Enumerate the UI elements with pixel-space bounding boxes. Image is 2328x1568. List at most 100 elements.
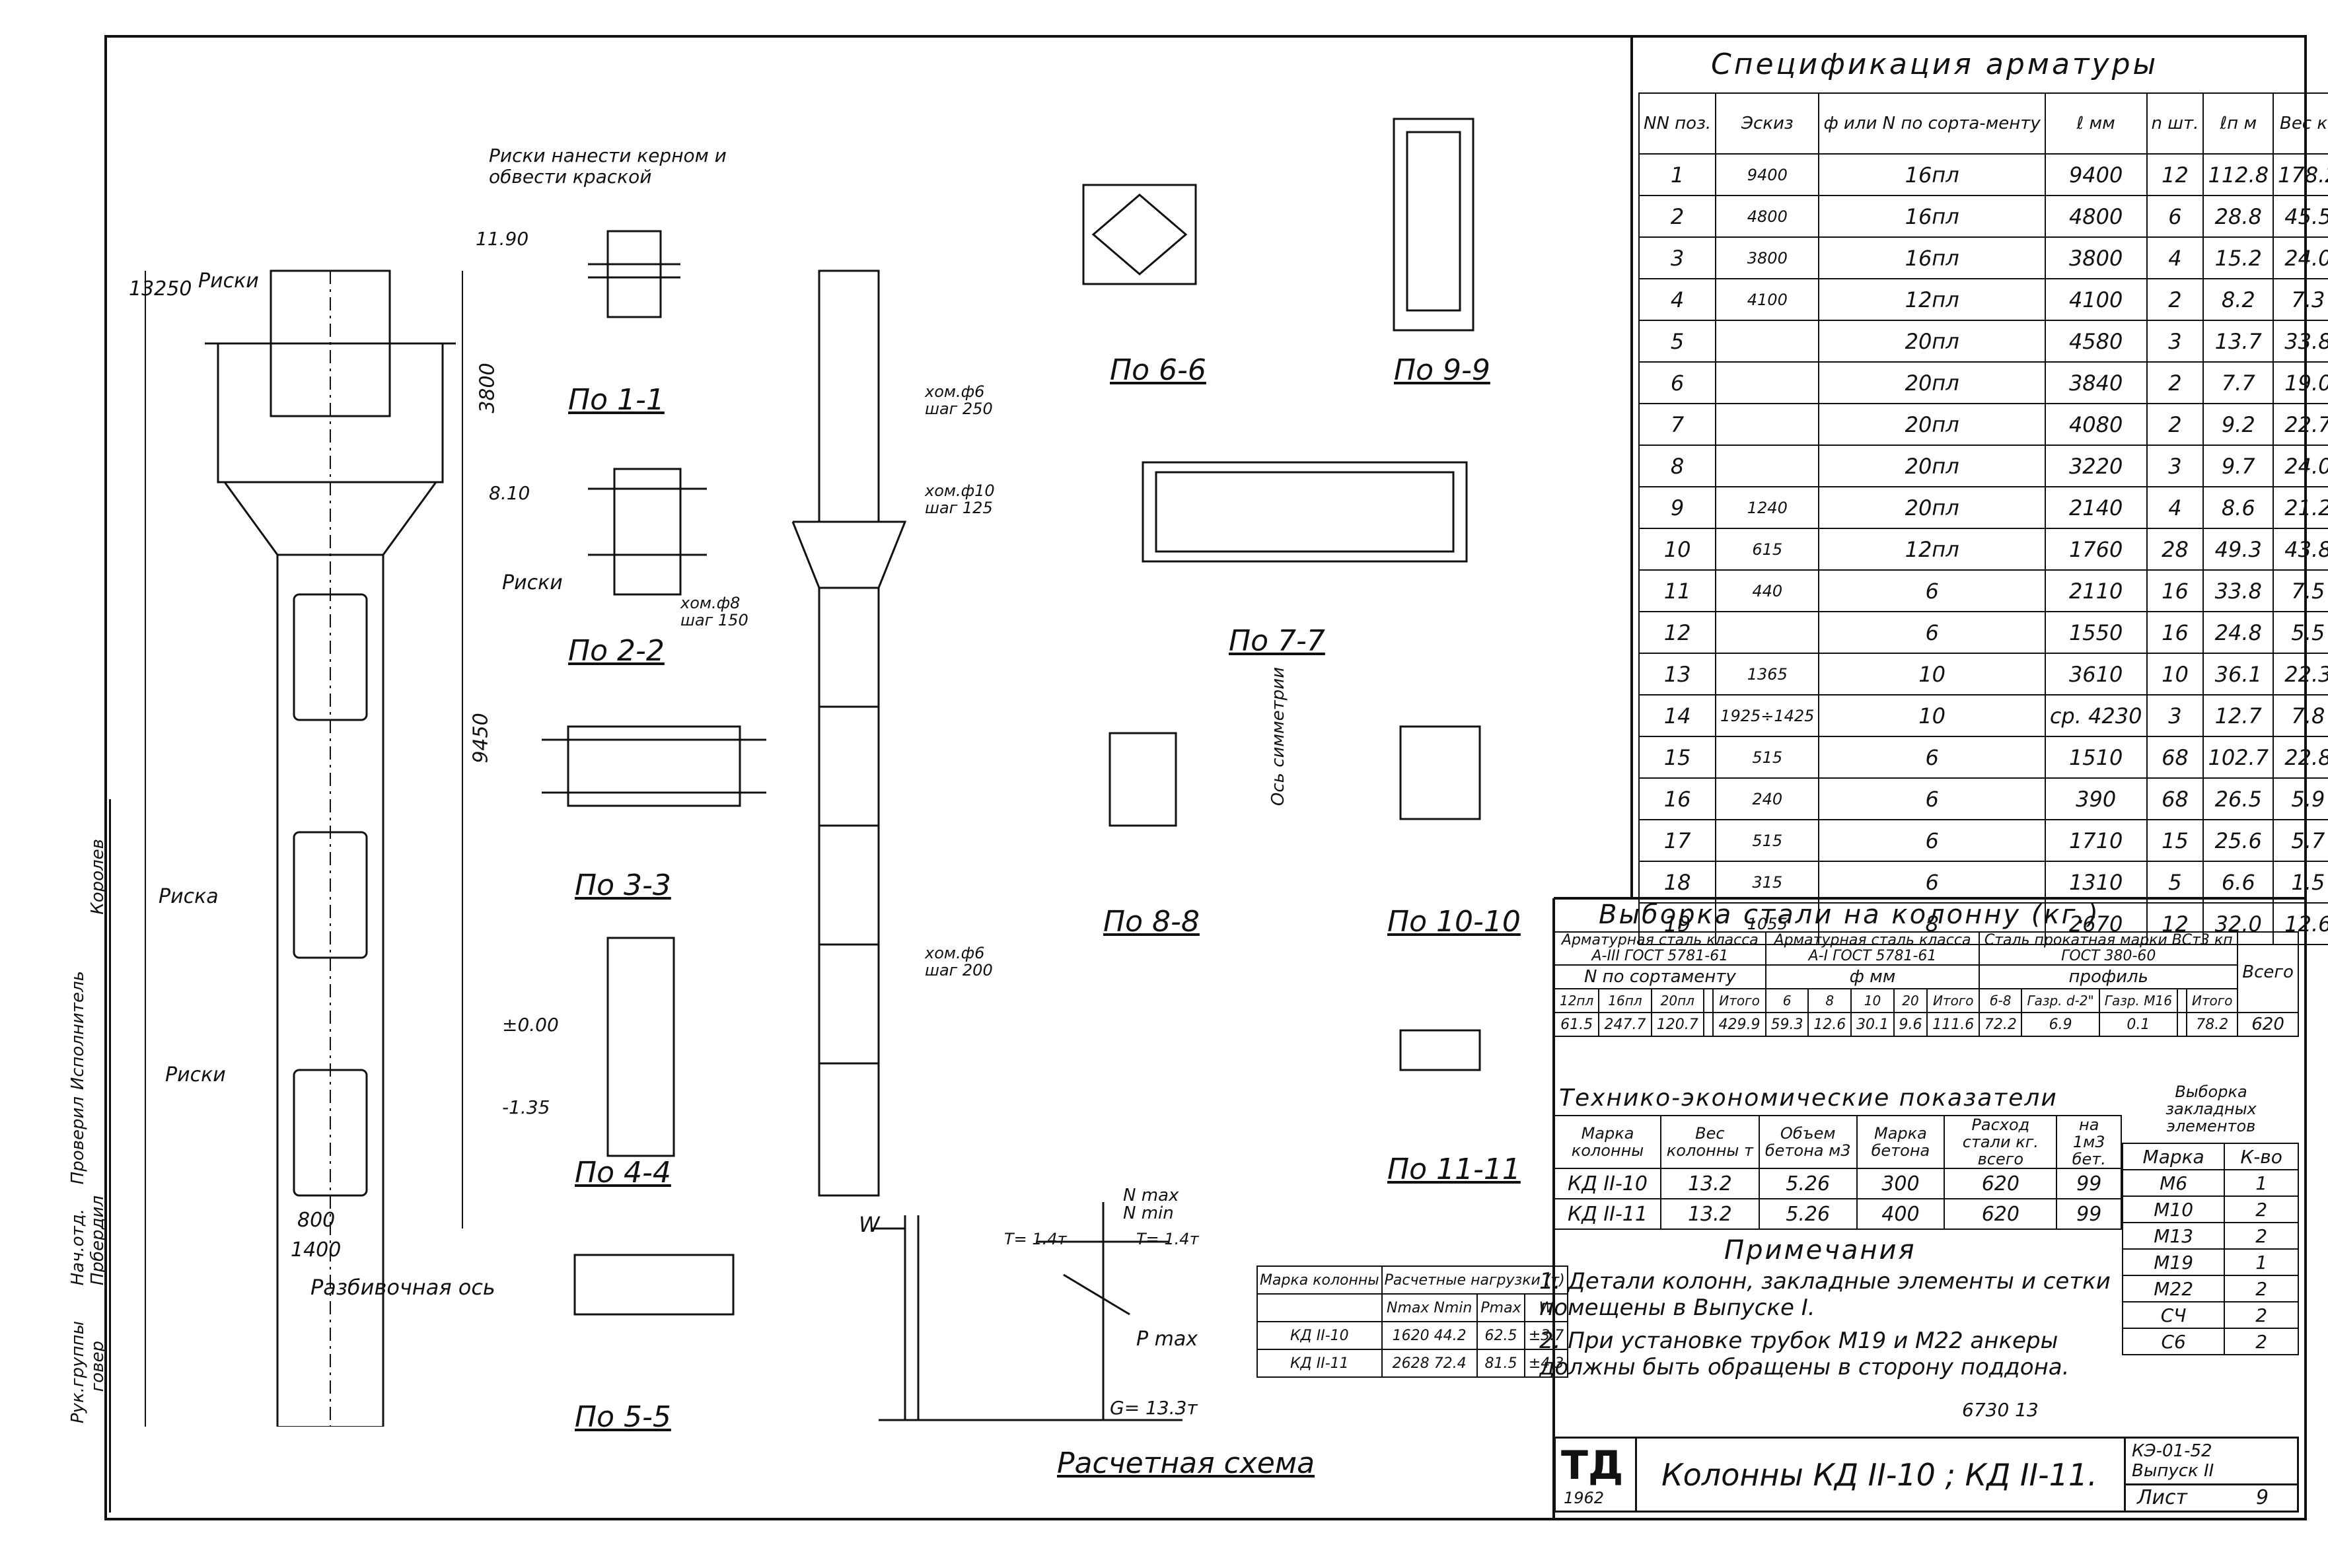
loads-h2: Pmax — [1476, 1293, 1526, 1322]
riska-label: Риска — [159, 885, 219, 908]
spec-cell: 440 — [1715, 569, 1820, 612]
section-title-8-8: По 8-8 — [1103, 905, 1200, 939]
spec-cell: 4580 — [2044, 320, 2148, 363]
spec-cell: 8.6 — [2202, 486, 2274, 529]
spec-cell: 15 — [1638, 736, 1717, 779]
tep-cell: 99 — [2056, 1168, 2122, 1199]
section-title-3-3: По 3-3 — [575, 869, 671, 902]
sidebar-label-2: Нач.отд. — [68, 1209, 88, 1286]
drawing-ref: 6730 13 — [1962, 1399, 2039, 1421]
spec-cell: 8 — [1638, 445, 1717, 487]
spec-cell: 12пл — [1818, 278, 2046, 321]
spec-cell: 3 — [2146, 320, 2204, 363]
emb-cell: 2 — [2224, 1195, 2299, 1223]
steel-total-label: Всего — [2237, 931, 2299, 1013]
spec-cell: 16пл — [1818, 236, 2046, 279]
spec-h-n: n шт. — [2146, 92, 2204, 155]
steel-value: 6.9 — [2021, 1012, 2100, 1037]
section-10-10 — [1399, 725, 1481, 820]
tep-cell: 620 — [1944, 1168, 2058, 1199]
spec-cell: 1550 — [2044, 611, 2148, 654]
steel-col-header: Итого — [1712, 988, 1766, 1013]
steel-value: 61.5 — [1553, 1012, 1600, 1037]
steel-value: 30.1 — [1850, 1012, 1895, 1037]
emb-cell: М19 — [2121, 1248, 2226, 1276]
spec-cell — [1715, 361, 1820, 404]
spec-cell: 49.3 — [2202, 528, 2274, 571]
emb-cell: 2 — [2224, 1301, 2299, 1329]
spec-cell: 2 — [1638, 195, 1717, 238]
loads-cell: КД II-11 — [1256, 1349, 1383, 1378]
steel-value: 247.7 — [1598, 1012, 1652, 1037]
spec-cell: 68 — [2146, 736, 2204, 779]
spec-cell: 1710 — [2044, 819, 2148, 862]
spec-cell: 16пл — [1818, 153, 2046, 196]
tep-cell: 13.2 — [1660, 1168, 1760, 1199]
spec-cell: 12 — [2146, 153, 2204, 196]
steel-col-header: Итого — [2186, 988, 2239, 1013]
spec-cell: 22.7 — [2273, 403, 2328, 446]
spec-cell: 7 — [1638, 403, 1717, 446]
steel-value — [1702, 1012, 1714, 1037]
spec-cell: 20пл — [1818, 361, 2046, 404]
spec-cell: 1365 — [1715, 653, 1820, 695]
spec-cell: 6 — [1818, 736, 2046, 779]
steel-col-header: 20пл — [1650, 988, 1704, 1013]
section-title-11-11: По 11-11 — [1387, 1153, 1521, 1186]
steel-value: 0.1 — [2098, 1012, 2179, 1037]
elev-top: 11.90 — [476, 228, 529, 250]
spec-cell: 4 — [2146, 236, 2204, 279]
steel-title: Выборка стали на колонну (кг.) — [1599, 900, 2100, 930]
steel-group1: Арматурная сталь класса А-III ГОСТ 5781-… — [1554, 931, 1766, 966]
tep-h3: Марка бетона — [1856, 1115, 1946, 1169]
spec-cell: 9400 — [2044, 153, 2148, 196]
loads-cell: ±4.3 — [1524, 1349, 1568, 1378]
spec-h-dia: ф или N по сорта-менту — [1818, 92, 2046, 155]
spec-h-len: ℓ мм — [2044, 92, 2148, 155]
loads-h0: Марка колонны — [1256, 1265, 1383, 1295]
tep-cell: 99 — [2056, 1198, 2122, 1230]
spec-cell — [1715, 611, 1820, 654]
spec-cell: 6 — [1818, 611, 2046, 654]
scheme-w: W — [859, 1212, 880, 1237]
scheme-pmax: P max — [1136, 1328, 1198, 1351]
spec-cell: 19.0 — [2273, 361, 2328, 404]
spec-cell: 7.5 — [2273, 569, 2328, 612]
loads-h3: W — [1524, 1293, 1568, 1322]
spec-cell: 13 — [1638, 653, 1717, 695]
spec-cell: 4100 — [2044, 278, 2148, 321]
sidebar-label-4: Исполнитель — [68, 971, 88, 1090]
sidebar-name-1: говер — [88, 1341, 108, 1392]
tep-cell: 13.2 — [1660, 1198, 1760, 1230]
spec-cell: 112.8 — [2202, 153, 2274, 196]
section-title-7-7: По 7-7 — [1229, 624, 1325, 658]
loads-cell: 81.5 — [1476, 1349, 1526, 1378]
steel-col-header: 10 — [1850, 988, 1895, 1013]
tep-h4: Расход стали кг. всего — [1944, 1115, 2058, 1169]
emb-h0: Марка — [2121, 1143, 2226, 1170]
spec-cell: 102.7 — [2202, 736, 2274, 779]
spec-cell: 6 — [1818, 861, 2046, 904]
spec-cell: 6 — [1638, 361, 1717, 404]
spec-h-wt: Вес кг — [2273, 92, 2328, 155]
spec-cell: 24.0 — [2273, 445, 2328, 487]
spec-cell: 3 — [1638, 236, 1717, 279]
left-title-strip: Рук.группы Нач.отд. Проверил Исполнитель… — [63, 799, 111, 1513]
spec-cell: 14 — [1638, 694, 1717, 737]
spec-cell: 390 — [2044, 777, 2148, 820]
elev-bot: -1.35 — [502, 1096, 550, 1118]
spec-cell: 6 — [2146, 195, 2204, 238]
hom-note-2: хом.ф10 шаг 125 — [925, 481, 995, 517]
steel-value: 12.6 — [1807, 1012, 1852, 1037]
emb-cell: М22 — [2121, 1275, 2226, 1302]
section-title-4-4: По 4-4 — [575, 1156, 671, 1190]
sidebar-label-3: Проверил — [68, 1096, 88, 1185]
tep-cell: 5.26 — [1758, 1168, 1858, 1199]
tep-h5: на 1м3 бет. — [2056, 1115, 2122, 1169]
